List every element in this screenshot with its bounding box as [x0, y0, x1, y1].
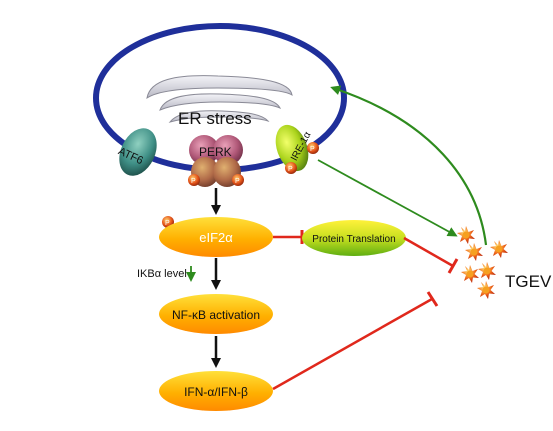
ire1a-to-tgev-arrow: [317, 159, 458, 237]
phospho-label: P: [288, 166, 293, 173]
eif2a-label: eIF2α: [199, 230, 233, 245]
phospho-group-ire1a-top: P: [307, 142, 319, 154]
tgev-virus-particles-icon: [457, 226, 508, 299]
tgev-to-er-arrow: [330, 85, 488, 246]
phospho-label: P: [191, 178, 196, 185]
ifn-node: [159, 371, 273, 411]
phospho-label: P: [165, 220, 170, 227]
er-stress-label: ER stress: [178, 109, 252, 128]
protein-translation-node: [302, 220, 406, 256]
perk-dimer: [189, 135, 243, 187]
phospho-group-perk-left: P: [188, 174, 200, 186]
phospho-label: P: [310, 146, 315, 153]
ire1a-receptor: [275, 124, 309, 172]
ifn-inhibits-tgev-bar: [426, 291, 439, 307]
phospho-label: P: [235, 178, 240, 185]
perk-label: PERK: [199, 145, 232, 159]
protein-translation-label: Protein Translation: [312, 234, 395, 245]
phospho-group-ire1a-bottom: P: [285, 162, 297, 174]
translation-inhibits-tgev-bar: [447, 258, 459, 274]
ifn-inhibits-tgev: [272, 297, 433, 391]
nfkb-label: NF-κB activation: [172, 308, 260, 322]
eif2a-node: [159, 217, 273, 257]
ifn-label: IFN-α/IFN-β: [184, 385, 248, 399]
translation-inhibits-tgev: [403, 236, 454, 268]
atf6-receptor: [119, 128, 157, 176]
tgev-label: TGEV: [505, 272, 552, 291]
nfkb-node: [159, 294, 273, 334]
er-cisternae-icon: [146, 75, 293, 123]
ikba-level-label: IKBα level: [137, 268, 187, 280]
phospho-group-perk-right: P: [232, 174, 244, 186]
